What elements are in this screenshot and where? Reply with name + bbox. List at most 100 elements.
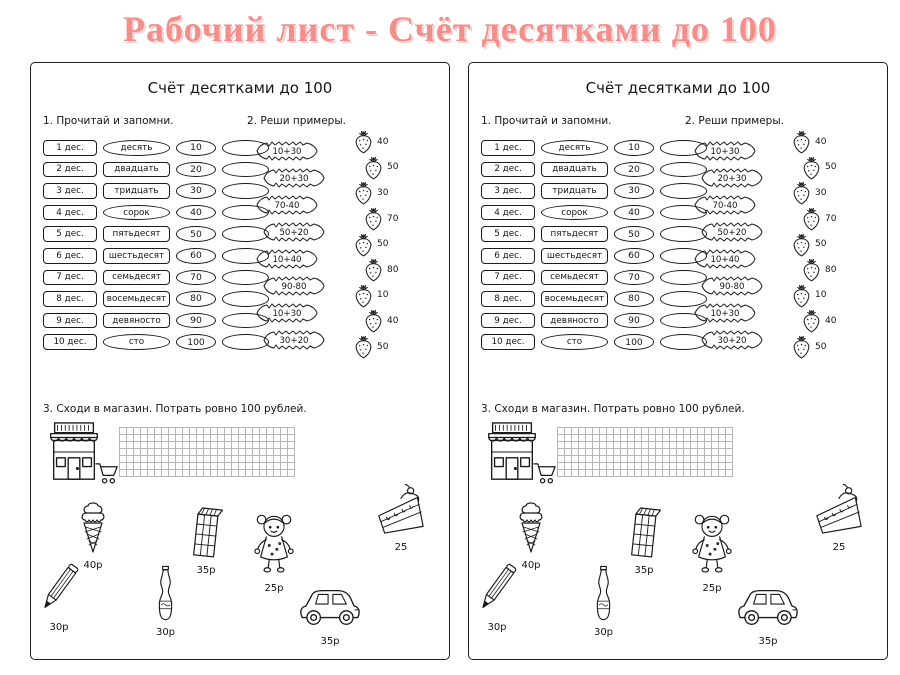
answer-number: 30 [815,187,827,198]
item-price-label: 30р [49,622,69,633]
shop-item: 35р [297,581,363,647]
example-leaf: 10+40 [693,247,757,274]
tens-word-box: семьдесят [541,269,608,286]
item-price-label: 35р [634,565,654,576]
leaf-icon [693,247,757,271]
tens-empty-oval [222,204,269,221]
tens-number-oval: 30 [176,183,216,199]
answer-number: 40 [377,136,389,147]
tens-number-oval: 90 [614,312,654,329]
tens-number-oval: 30 [614,183,654,199]
example-expression: 70-40 [712,200,738,211]
shop-item: 35р [627,506,661,576]
example-expression: 20+30 [279,173,309,184]
strawberry-icon [801,257,822,282]
tens-empty-oval [660,291,707,307]
answer-number: 40 [387,315,399,326]
strawberry-icon [791,180,812,205]
section3-label: 3. Сходи в магазин. Потрать ровно 100 ру… [43,403,307,415]
worksheet-title: Счёт десятками до 100 [147,79,333,97]
answer-berry: 30 [353,180,398,206]
answer-berry: 50 [363,155,398,181]
tens-word-box: семьдесят [103,269,170,286]
answer-berry: 40 [791,129,836,155]
strawberry-icon [353,129,374,154]
pencil-icon [477,559,517,617]
item-price-label: 25 [832,542,846,553]
tens-number-oval: 20 [614,161,654,178]
ice-cream-icon [77,501,109,555]
leaf-icon [693,301,757,325]
shop-item: 25 [375,483,427,553]
answer-berry: 40 [353,129,398,155]
answer-berry: 10 [791,283,836,309]
tens-number-oval: 20 [176,161,216,178]
tens-count-box: 3 дес. [43,183,97,199]
example-expression: 50+20 [717,227,747,238]
tens-word-box: восемьдесят [103,291,170,307]
example-expression: 30+20 [279,335,309,346]
shop-item: 25 [813,483,865,553]
worksheet-title: Счёт десятками до 100 [585,79,771,97]
tens-number-oval: 70 [176,269,216,286]
example-leaf: 10+30 [693,139,757,166]
answer-number: 40 [815,136,827,147]
example-leaf: 10+30 [693,301,757,328]
tens-count-box: 9 дес. [481,312,535,329]
tens-count-box: 10 дес. [43,334,97,350]
tens-empty-oval [660,334,707,350]
shop-item: 35р [735,581,801,647]
tens-empty-oval [660,183,707,199]
leaf-icon [255,247,319,271]
leaf-icon [693,193,757,217]
tens-number-oval: 40 [176,204,216,221]
item-price-label: 25 [394,542,408,553]
tens-empty-oval [222,291,269,307]
tens-word-box: сто [541,334,608,350]
shopping-grid [557,427,733,477]
car-icon [735,581,801,631]
tens-count-box: 7 дес. [43,269,97,286]
example-expression: 70-40 [274,200,300,211]
leaf-icon [262,328,326,352]
shop-icon [481,421,543,485]
strawberry-icon [353,334,374,359]
tens-empty-oval [660,269,707,286]
item-price-label: 30р [487,622,507,633]
answer-berry: 50 [801,155,836,181]
answer-number: 80 [825,264,837,275]
pencil-icon [39,559,79,617]
strawberry-icon [801,206,822,231]
item-price-label: 25р [702,583,722,594]
leaf-icon [262,166,326,190]
tens-number-oval: 40 [614,204,654,221]
tens-word-box: десять [103,140,170,156]
example-leaf: 70-40 [255,193,319,220]
tens-empty-oval [222,334,269,350]
strawberry-icon [801,155,822,180]
example-leaf: 10+40 [255,247,319,274]
strawberry-icon [363,206,384,231]
strawberry-icon [791,232,812,257]
tens-empty-oval [222,226,269,242]
shop-item: 30р [593,565,614,638]
answer-number: 70 [387,213,399,224]
example-leaf: 70-40 [693,193,757,220]
shop-item: 40р [77,501,109,571]
tens-word-box: двадцать [541,161,608,178]
strawberry-icon [801,308,822,333]
tens-count-box: 5 дес. [481,226,535,242]
tens-number-oval: 10 [176,140,216,156]
example-expression: 10+30 [272,308,302,319]
leaf-icon [255,301,319,325]
